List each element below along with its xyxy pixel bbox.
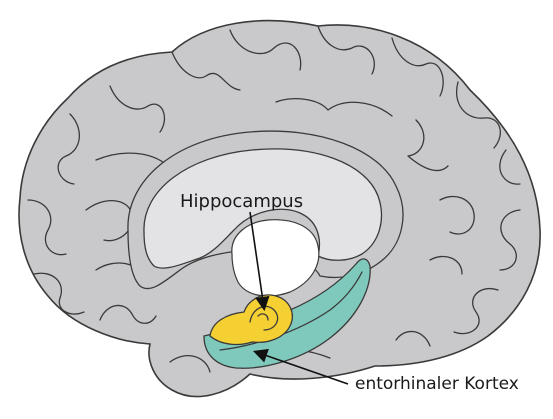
hippocampus-label: Hippocampus	[180, 191, 303, 212]
entorhinal-cortex-label: entorhinaler Kortex	[355, 374, 519, 394]
